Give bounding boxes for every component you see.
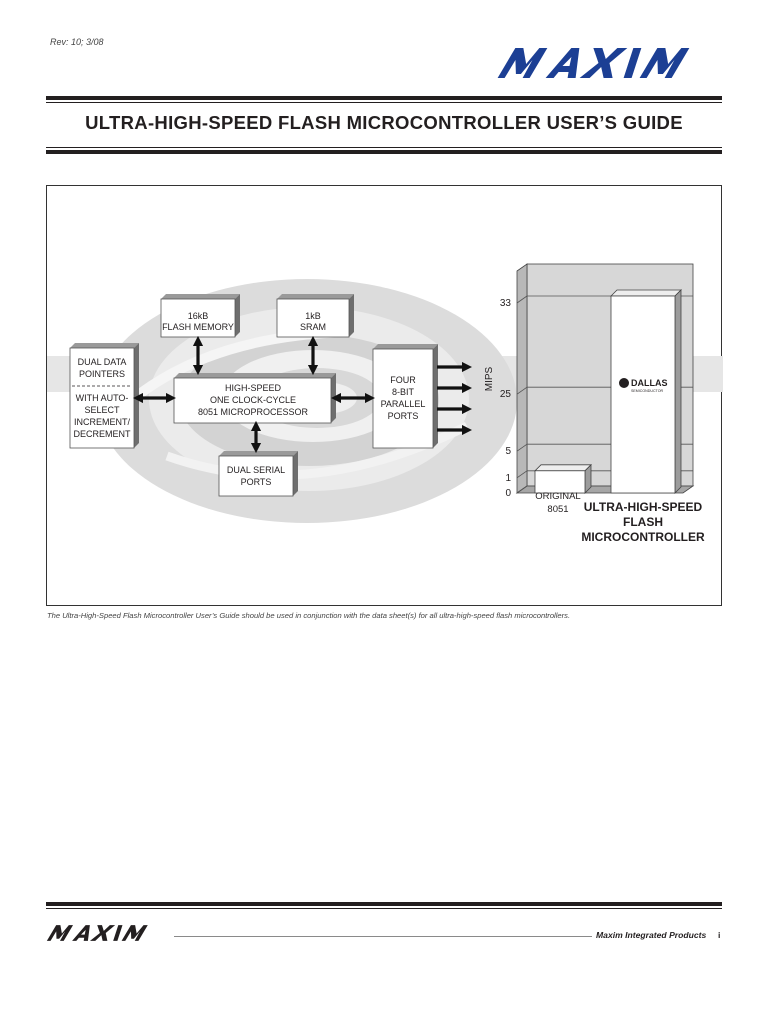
y-tick-label: 5 xyxy=(505,446,511,457)
ports-line-4: PORTS xyxy=(388,411,419,421)
data-pointers-box xyxy=(69,347,135,449)
dptr-line-3: WITH AUTO- xyxy=(76,393,129,403)
flash-line-1: 16kB xyxy=(188,311,209,321)
serial-line-1: DUAL SERIAL xyxy=(227,465,285,475)
dptr-line-5: INCREMENT/ xyxy=(74,417,130,427)
serial-ports-box xyxy=(218,455,294,497)
dptr-line-1: DUAL DATA xyxy=(78,357,127,367)
diagram-arrows xyxy=(132,335,473,454)
page-title: ULTRA-HIGH-SPEED FLASH MICROCONTROLLER U… xyxy=(85,112,683,133)
figure-svg: 16kB FLASH MEMORY 1kB SRAM DUAL DATA POI… xyxy=(47,263,723,544)
ports-line-1: FOUR xyxy=(390,375,416,385)
cover-figure: 16kB FLASH MEMORY 1kB SRAM DUAL DATA POI… xyxy=(46,185,723,606)
y-tick-label: 0 xyxy=(505,488,511,499)
serial-line-2: PORTS xyxy=(241,477,272,487)
dptr-line-2: POINTERS xyxy=(79,369,125,379)
bar-label-ultra: ULTRA-HIGH-SPEED xyxy=(584,500,703,514)
figure-caption: The Ultra-High-Speed Flash Microcontroll… xyxy=(47,611,571,620)
maxim-logo xyxy=(497,48,690,78)
footer-rule-thin xyxy=(46,908,722,909)
chart-bar-labels: ORIGINAL 8051 ULTRA-HIGH-SPEEDFLASHMICROCO… xyxy=(535,491,705,544)
bar-original xyxy=(534,470,586,494)
gridline-side-2 xyxy=(516,443,528,452)
bar-top-original xyxy=(534,464,592,472)
footer-rule xyxy=(46,902,722,906)
cpu-line-2: ONE CLOCK-CYCLE xyxy=(210,395,296,405)
bar-label-original: 8051 xyxy=(547,504,568,515)
chart-ylabel: MIPS xyxy=(484,366,495,391)
dptr-line-6: DECREMENT xyxy=(73,429,131,439)
gridline-side-0 xyxy=(516,485,528,494)
flash-line-2: FLASH MEMORY xyxy=(162,322,234,332)
sram-line-1: 1kB xyxy=(305,311,321,321)
footer-company: Maxim Integrated Products xyxy=(596,930,707,940)
maxim-logo-footer xyxy=(46,925,148,941)
bar-label-ultra: MICROCONTROLLER xyxy=(581,530,705,544)
sram-box xyxy=(276,298,350,338)
header-rule-top xyxy=(46,96,722,100)
flash-memory-box xyxy=(160,298,236,338)
ports-line-3: PARALLEL xyxy=(381,399,426,409)
bar-logo: DALLAS xyxy=(631,378,668,388)
dallas-logo-icon xyxy=(619,378,629,388)
chart-side-wall xyxy=(516,263,528,494)
dptr-line-4: SELECT xyxy=(84,405,120,415)
footer-line xyxy=(174,936,592,937)
block-diagram: 16kB FLASH MEMORY 1kB SRAM DUAL DATA POI… xyxy=(69,294,438,497)
y-tick-label: 1 xyxy=(505,473,511,484)
revision-label: Rev: 10; 3/08 xyxy=(50,37,104,47)
parallel-ports-box xyxy=(372,348,434,449)
gridline-side-1 xyxy=(516,470,528,479)
bar-label-ultra: FLASH xyxy=(623,515,663,529)
header-rule-bottom-thin xyxy=(46,147,722,148)
page-number: i xyxy=(718,930,721,940)
header-rule-top-thin xyxy=(46,102,722,103)
bar-ultra xyxy=(610,295,676,494)
sram-line-2: SRAM xyxy=(300,322,326,332)
cpu-line-3: 8051 MICROPROCESSOR xyxy=(198,407,309,417)
chart-ticks: 0 1 5 25 33 xyxy=(500,298,512,499)
ports-line-2: 8-BIT xyxy=(392,387,415,397)
bar-side-ultra xyxy=(674,289,682,494)
cpu-line-1: HIGH-SPEED xyxy=(225,383,282,393)
y-tick-label: 25 xyxy=(500,389,512,400)
bar-label-original: ORIGINAL xyxy=(535,491,580,502)
gridline-side-4 xyxy=(516,295,528,304)
y-tick-label: 33 xyxy=(500,298,512,309)
bar-logo-sub: SEMICONDUCTOR xyxy=(631,389,663,393)
header-rule-bottom xyxy=(46,150,722,154)
bar-top-ultra xyxy=(610,289,682,297)
gridline-side-3 xyxy=(516,386,528,395)
